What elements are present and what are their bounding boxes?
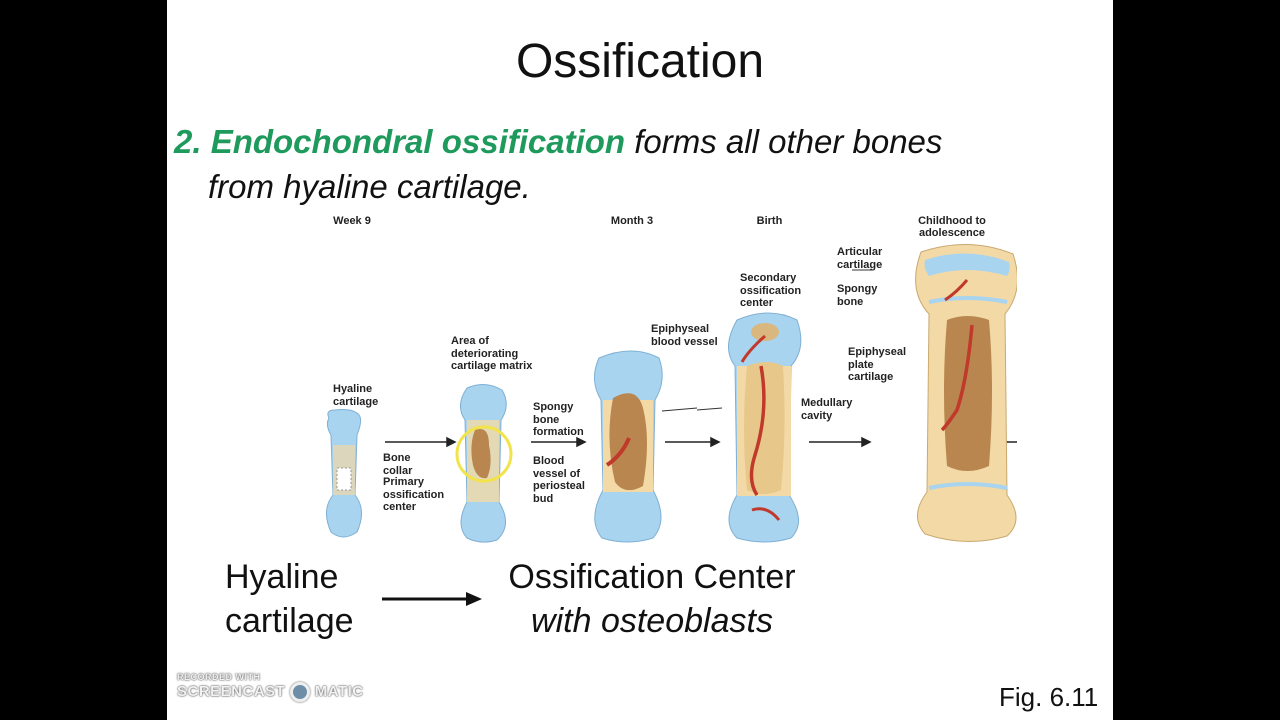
stage-week9: Week 9	[333, 215, 371, 227]
stage-childhood-line1: Childhood to	[918, 215, 986, 227]
label-epiphyseal-vessel-line1: Epiphyseal	[651, 323, 710, 335]
label-blood-vessel-line1: Blood	[533, 455, 565, 467]
label-deteriorating-line3: cartilage matrix	[451, 360, 533, 372]
label-secondary-line3: center	[740, 297, 774, 309]
ossification-diagram	[326, 244, 1017, 543]
label-spongy-formation-line3: formation	[533, 426, 584, 438]
slide-title: Ossification	[515, 35, 765, 88]
subtitle-highlight: Endochondral ossification	[210, 123, 626, 160]
label-epiphyseal-plate-line2: plate	[848, 358, 874, 371]
label-deteriorating-line1: Area of	[451, 335, 489, 347]
bone-stage-2	[455, 384, 513, 543]
label-spongy-bone-line2: bone	[837, 295, 864, 308]
label-primary-line2: ossification	[383, 488, 445, 501]
summary-ossification-line1: Ossification Center	[508, 558, 796, 596]
label-spongy-formation: Spongy bone formation	[533, 401, 584, 439]
label-bone-collar-line1: Bone	[383, 452, 411, 464]
label-blood-vessel: Blood vessel of periosteal bud	[533, 455, 585, 505]
label-medullary-line2: cavity	[801, 409, 833, 422]
stage-birth: Birth	[756, 215, 783, 227]
stage-childhood: Childhood to adolescence	[897, 215, 1007, 239]
summary-hyaline-line1: Hyaline	[225, 558, 339, 596]
label-blood-vessel-line2: vessel of	[533, 467, 581, 480]
stage-month3: Month 3	[610, 215, 654, 227]
label-deteriorating-line2: deteriorating	[451, 347, 519, 360]
leader-lines	[661, 269, 872, 412]
subtitle-line2: from hyaline cartilage.	[208, 168, 531, 205]
screencast-watermark: RECORDED WITH SCREENCAST MATIC	[177, 672, 364, 702]
summary-hyaline-line2: cartilage	[225, 602, 354, 640]
label-articular: Articular cartilage	[837, 246, 882, 271]
label-hyaline-line1: Hyaline	[333, 383, 373, 395]
label-bone-collar-line2: collar	[383, 464, 413, 477]
label-secondary-line2: ossification	[740, 284, 802, 297]
label-epiphyseal-vessel-line2: blood vessel	[651, 335, 718, 348]
label-secondary-center: Secondary ossification center	[740, 272, 801, 310]
label-articular-line1: Articular	[837, 246, 883, 258]
watermark-line1: RECORDED WITH	[177, 672, 261, 682]
watermark-matic: MATIC	[314, 682, 364, 700]
label-articular-line2: cartilage	[837, 258, 883, 271]
watermark-line2: SCREENCAST MATIC	[177, 682, 364, 702]
bone-stage-4	[728, 312, 802, 543]
summary-arrow	[382, 592, 482, 606]
label-hyaline-cartilage: Hyaline cartilage	[333, 383, 378, 408]
watermark-record-icon	[290, 682, 311, 702]
subtitle-rest: forms all other bones	[634, 123, 943, 160]
label-epiphyseal-vessel: Epiphyseal blood vessel	[651, 323, 718, 348]
label-primary-line3: center	[383, 501, 417, 513]
label-spongy-formation-line2: bone	[533, 413, 560, 426]
summary-ossification: Ossification Center with osteoblasts	[467, 555, 837, 643]
label-secondary-line1: Secondary	[740, 272, 797, 284]
label-epiphyseal-plate-line3: cartilage	[848, 371, 894, 383]
summary-ossification-line2: with osteoblasts	[531, 602, 773, 640]
label-primary-center: Primary ossification center	[383, 476, 444, 514]
bone-stage-3	[594, 350, 663, 543]
label-deteriorating: Area of deteriorating cartilage matrix	[451, 335, 532, 373]
label-spongy-bone: Spongy bone	[837, 283, 877, 308]
bone-stage-1	[326, 409, 362, 538]
figure-reference: Fig. 6.11	[999, 682, 1099, 712]
label-spongy-formation-line1: Spongy	[533, 401, 574, 413]
stage-childhood-line2: adolescence	[918, 227, 986, 239]
label-medullary: Medullary cavity	[801, 397, 852, 422]
subtitle-number: 2.	[174, 123, 202, 160]
slide: Ossification 2. Endochondral ossificatio…	[167, 0, 1113, 720]
label-primary-line1: Primary	[383, 476, 424, 488]
label-blood-vessel-line3: periosteal	[533, 480, 585, 492]
bone-stage-5	[915, 244, 1017, 542]
label-blood-vessel-line4: bud	[533, 492, 554, 505]
watermark-screencast: SCREENCAST	[177, 682, 286, 700]
label-epiphyseal-plate-line1: Epiphyseal	[848, 346, 907, 358]
slide-subtitle: 2. Endochondral ossification forms all o…	[174, 119, 1104, 209]
label-medullary-line1: Medullary	[801, 397, 853, 409]
label-spongy-bone-line1: Spongy	[837, 283, 878, 295]
label-hyaline-line2: cartilage	[333, 395, 379, 408]
label-bone-collar: Bone collar	[383, 452, 412, 477]
summary-hyaline: Hyaline cartilage	[225, 555, 354, 643]
label-epiphyseal-plate: Epiphyseal plate cartilage	[848, 346, 906, 384]
